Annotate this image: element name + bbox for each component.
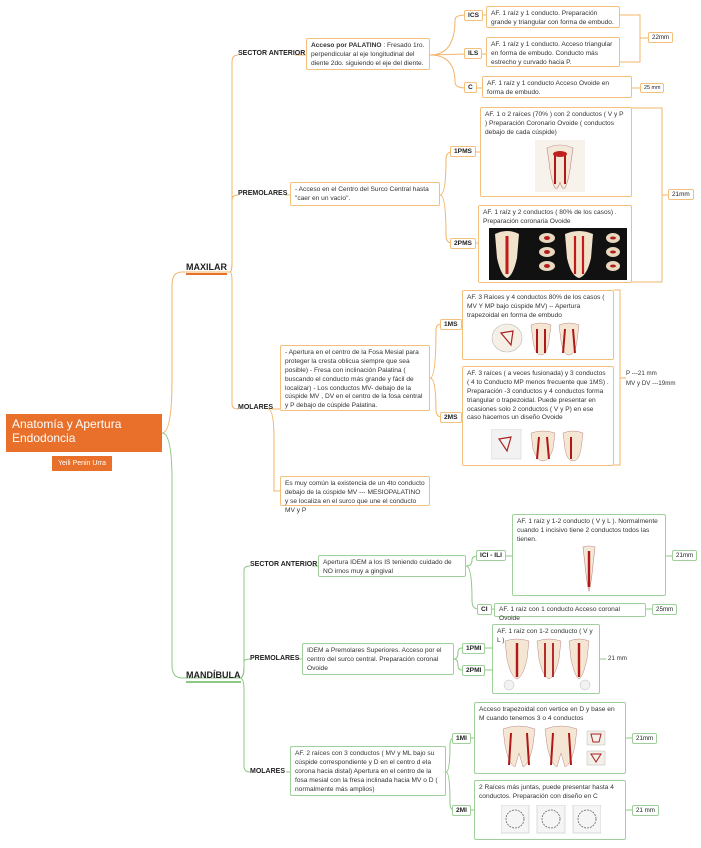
ici-text: AF. 1 raíz y 1-2 conducto ( V y L ). Nor…	[517, 518, 658, 543]
pmi-tooth-image	[503, 638, 591, 691]
mi1-tooth-image	[502, 725, 606, 768]
mi2-text: 2 Raíces más juntas, puede presentar has…	[479, 784, 614, 800]
m1-box: AF. 3 Raíces y 4 conductos 80% de los ca…	[462, 290, 614, 360]
m2-text: AF. 3 raíces ( a veces fusionada) y 3 co…	[467, 370, 609, 422]
mi2-box: 2 Raíces más juntas, puede presentar has…	[474, 780, 626, 840]
access-rest: : Fresado 1ro. perpendicular al eje long…	[311, 42, 425, 67]
pm2-label[interactable]: 2PMS	[450, 238, 476, 249]
mandibula-premolares-label[interactable]: PREMOLARES	[250, 655, 300, 662]
maxilar-premolares-label[interactable]: PREMOLARES	[238, 190, 288, 197]
len-premolar-max: 21mm	[668, 189, 694, 200]
len-premolar-mand: 21 mm	[608, 655, 627, 662]
m1-label[interactable]: 1MS	[440, 319, 462, 330]
maxilar-molares-note: Es muy común la existencia de un 4to con…	[280, 476, 430, 514]
mi1-label[interactable]: 1MI	[452, 733, 471, 744]
ics-text: AF. 1 raíz y 1 conducto. Preparación gra…	[486, 6, 620, 28]
pmi-box: AF. 1 raíz con 1-2 conducto ( V y L )	[492, 624, 600, 694]
ci-text: AF. 1 raíz con 1 conducto Acceso coronal…	[494, 603, 646, 622]
pmi1-label[interactable]: 1PMI	[462, 643, 486, 654]
pm2-text: AF. 1 raíz y 2 conductos ( 80% de los ca…	[483, 209, 617, 225]
access-bold: Acceso por PALATINO	[311, 42, 382, 49]
ici-label[interactable]: ICI - ILI	[476, 550, 506, 561]
pm1-tooth-image	[535, 140, 585, 192]
len-molar1-mand: 21mm	[632, 733, 658, 744]
ici-box: AF. 1 raíz y 1-2 conducto ( V y L ). Nor…	[512, 514, 666, 596]
m2-tooth-image	[491, 429, 584, 462]
pmi-text: AF. 1 raíz con 1-2 conducto ( V y L )	[497, 628, 593, 644]
len-molar-mv: MV y DV ---19mm	[626, 380, 676, 387]
m1-text: AF. 3 Raíces y 4 conductos 80% de los ca…	[467, 294, 605, 319]
mandibula-anterior-label[interactable]: SECTOR ANTERIOR	[250, 561, 318, 568]
len-incisors-mand: 21mm	[672, 550, 698, 561]
ics-label[interactable]: ICS	[464, 10, 483, 21]
mandibula-premolares-access: IDEM a Premolares Superiores. Acceso por…	[302, 643, 454, 675]
mandibula-molares-label[interactable]: MOLARES	[250, 768, 285, 775]
mi2-tooth-image	[501, 805, 601, 834]
len-incisors-max: 22mm	[648, 32, 674, 43]
ci-label[interactable]: CI	[477, 604, 492, 615]
pm2-tooth-image	[489, 228, 627, 280]
pmi2-label[interactable]: 2PMI	[462, 665, 486, 676]
pm1-box: AF. 1 o 2 raíces (70% ) con 2 conductos …	[480, 107, 632, 197]
maxilar-anterior-label[interactable]: SECTOR ANTERIOR	[238, 50, 306, 57]
maxilar-molares-access: - Apertura en el centro de la Fosa Mesia…	[280, 345, 430, 411]
maxilar-anterior-access: Acceso por PALATINO : Fresado 1ro. perpe…	[306, 38, 430, 70]
mandibula-molares-access: AF. 2 raíces con 3 conductos ( MV y ML b…	[290, 746, 446, 796]
maxilar-molares-label[interactable]: MOLARES	[238, 404, 273, 411]
pm1-text: AF. 1 o 2 raíces (70% ) con 2 conductos …	[485, 111, 624, 136]
pm1-label[interactable]: 1PMS	[450, 146, 476, 157]
c-label[interactable]: C	[464, 82, 477, 93]
ici-tooth-image	[582, 545, 596, 592]
len-canine-max: 25 mm	[640, 83, 665, 93]
m2-label[interactable]: 2MS	[440, 412, 462, 423]
mi2-label[interactable]: 2MI	[452, 805, 471, 816]
mandibula-anterior-access: Apertura IDEM a los IS teniendo cuidado …	[318, 555, 466, 577]
m2-box: AF. 3 raíces ( a veces fusionada) y 3 co…	[462, 366, 614, 466]
mi1-text: Acceso trapezoidal con vertice en D y ba…	[479, 706, 615, 722]
m1-tooth-image	[491, 322, 580, 356]
maxilar-premolares-access: - Acceso en el Centro del Surco Central …	[290, 182, 440, 206]
c-text: AF. 1 raíz y 1 conducto Acceso Ovoide en…	[482, 76, 632, 98]
ils-text: AF. 1 raíz y 1 conducto. Acceso triangul…	[486, 37, 620, 67]
ils-label[interactable]: ILS	[464, 48, 483, 59]
len-molar-p: P ---21 mm	[626, 370, 657, 377]
len-canine-mand: 25mm	[652, 604, 678, 615]
len-molar2-mand: 21 mm	[632, 805, 659, 816]
root-title: Anatomía y Apertura Endodoncia	[12, 417, 122, 446]
pm2-box: AF. 1 raíz y 2 conductos ( 80% de los ca…	[478, 205, 632, 283]
root-topic[interactable]: Anatomía y Apertura Endodoncia	[6, 414, 162, 452]
mandibula-topic[interactable]: MANDÍBULA	[186, 670, 241, 683]
maxilar-topic[interactable]: MAXILAR	[186, 262, 227, 275]
mi1-box: Acceso trapezoidal con vertice en D y ba…	[474, 702, 626, 774]
author-badge: Yeili Penin Urra	[52, 456, 112, 471]
